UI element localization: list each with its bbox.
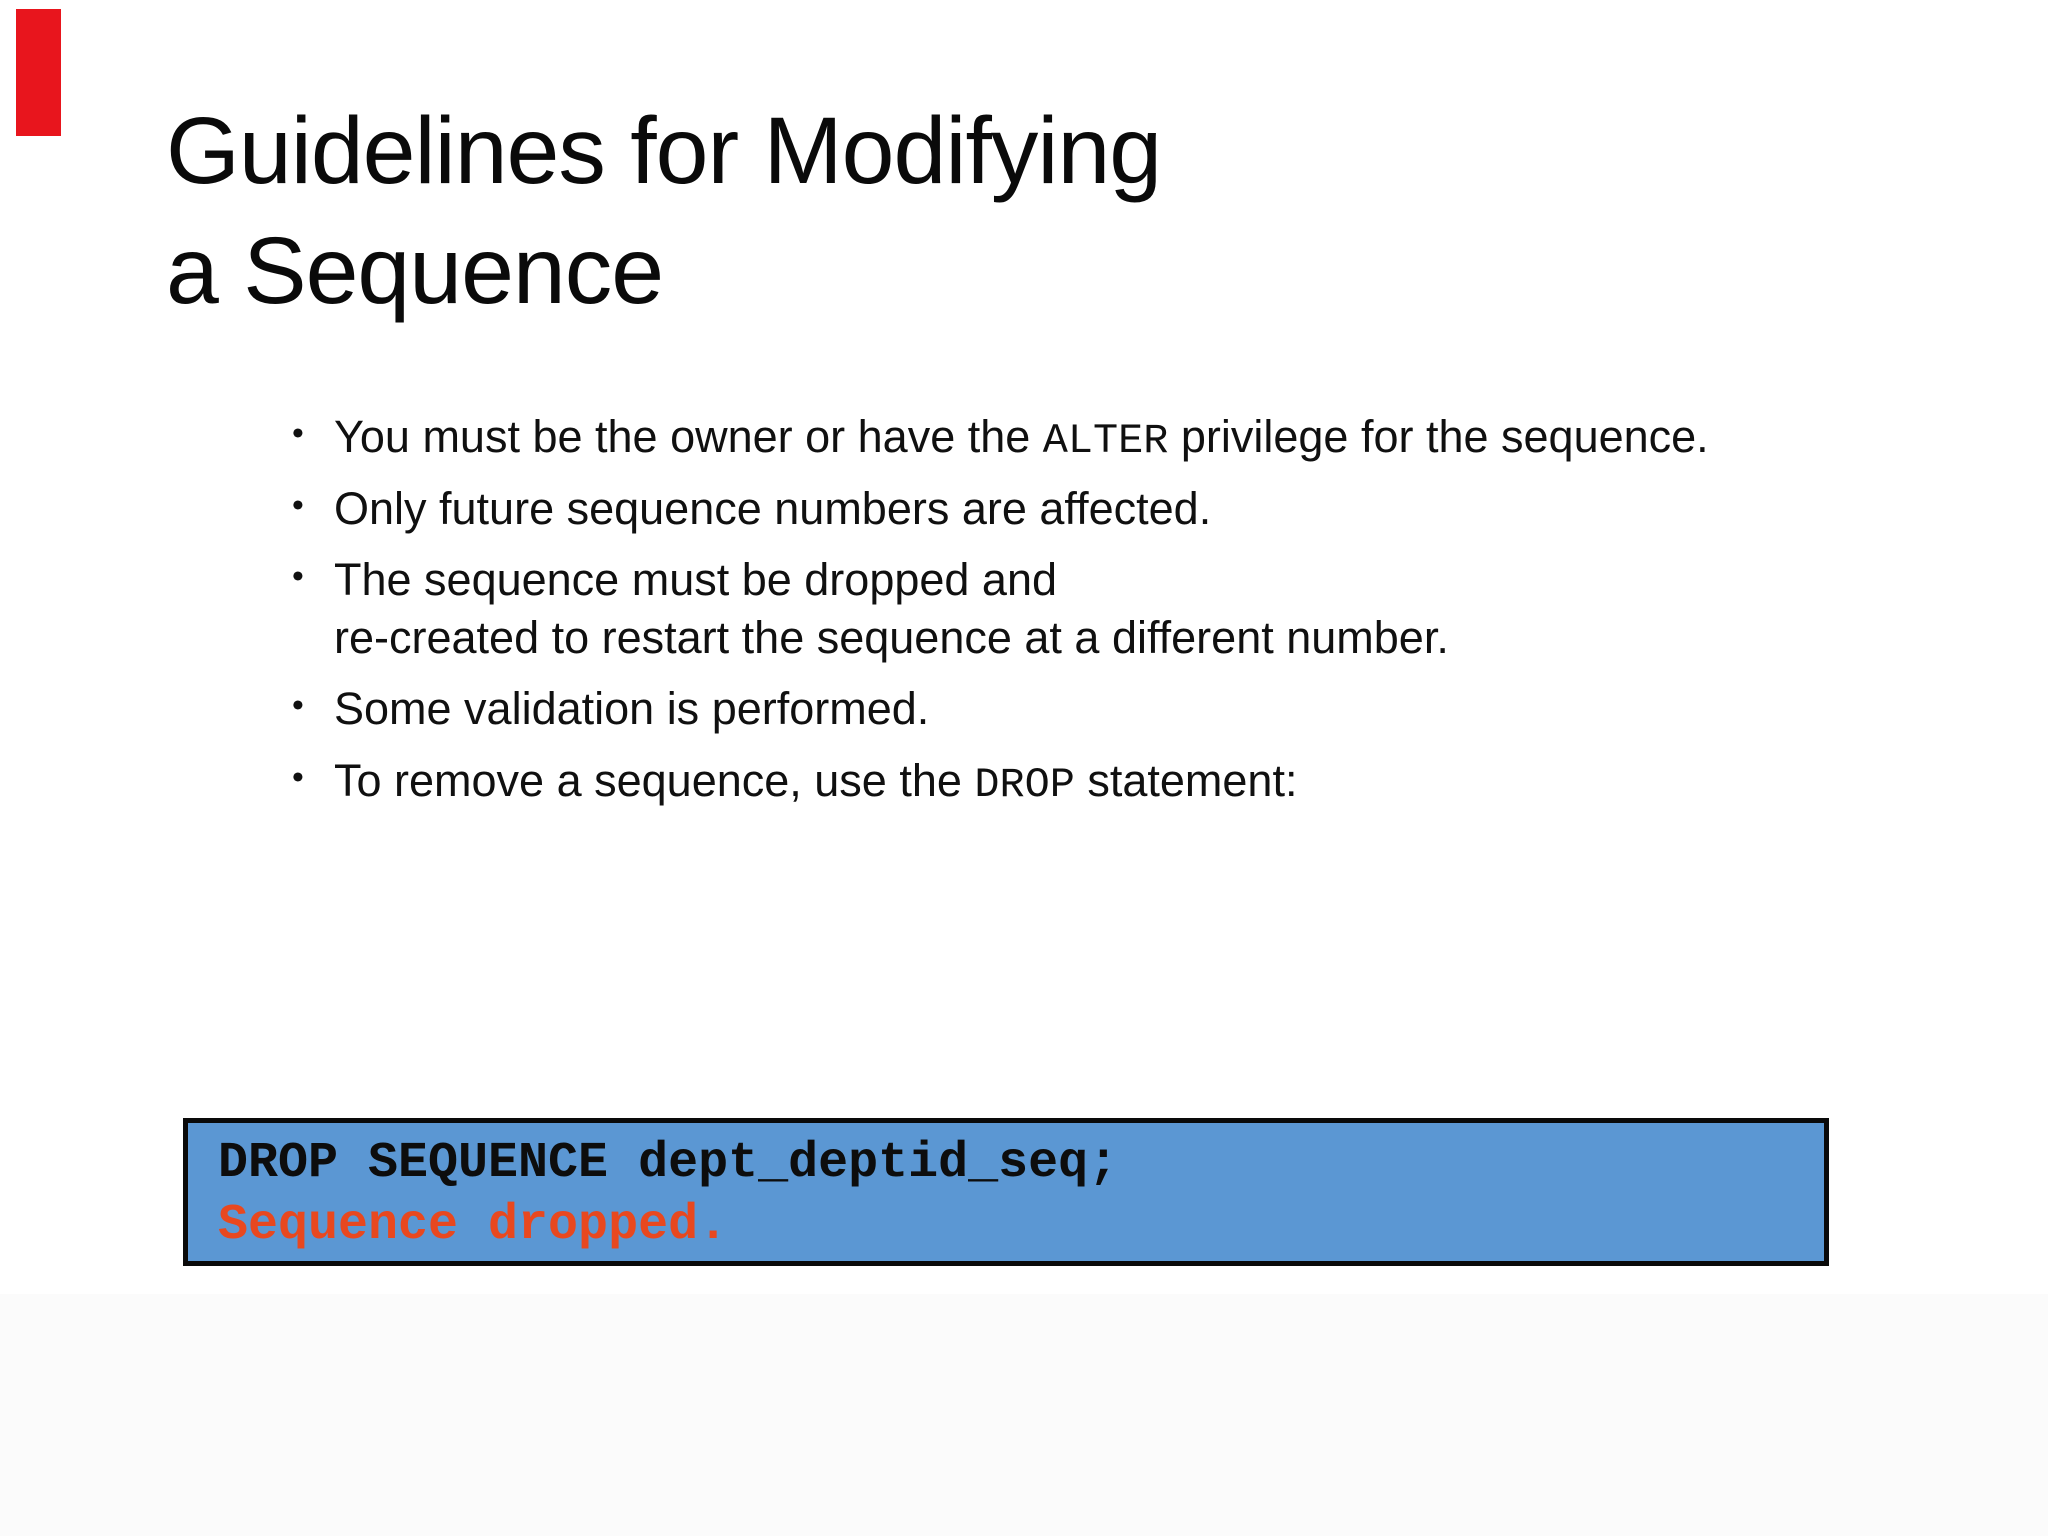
bullet-icon: • [292, 557, 304, 596]
bullet-item: • You must be the owner or have the ALTE… [292, 408, 1892, 469]
page-title: Guidelines for Modifying a Sequence [166, 98, 1162, 324]
bullet-text-post: statement: [1074, 754, 1298, 806]
bullet-icon: • [292, 757, 304, 796]
bullet-icon: • [292, 686, 304, 725]
bullet-text-pre: Some validation is performed. [334, 683, 930, 735]
bullet-item: • The sequence must be dropped and re-cr… [292, 551, 1892, 669]
bullet-icon: • [292, 485, 304, 524]
red-corner-marker [16, 9, 61, 136]
inline-code: ALTER [1042, 417, 1169, 465]
bullet-text: To remove a sequence, use the DROP state… [334, 752, 1297, 813]
bullet-list: • You must be the owner or have the ALTE… [292, 408, 1892, 823]
inline-code: DROP [974, 760, 1075, 809]
sql-code-box: DROP SEQUENCE dept_deptid_seq; Sequence … [183, 1118, 1829, 1266]
bullet-text-post: privilege for the sequence. [1168, 411, 1709, 462]
bullet-item: • Only future sequence numbers are affec… [292, 480, 1892, 541]
bullet-item: • To remove a sequence, use the DROP sta… [292, 752, 1892, 813]
sql-result: Sequence dropped. [218, 1197, 729, 1254]
sql-statement: DROP SEQUENCE dept_deptid_seq; [218, 1135, 1119, 1192]
footer-shade [0, 1294, 2048, 1536]
bullet-text-pre: The sequence must be dropped and re-crea… [334, 554, 1449, 663]
bullet-text-pre: Only future sequence numbers are affecte… [334, 482, 1212, 534]
bullet-text: Only future sequence numbers are affecte… [334, 480, 1211, 541]
bullet-icon: • [292, 414, 304, 452]
bullet-item: • Some validation is performed. [292, 680, 1892, 741]
bullet-text-pre: To remove a sequence, use the [334, 754, 975, 806]
bullet-text: Some validation is performed. [334, 680, 929, 741]
bullet-text-pre: You must be the owner or have the [334, 411, 1043, 462]
bullet-text: You must be the owner or have the ALTER … [334, 408, 1709, 469]
bullet-text: The sequence must be dropped and re-crea… [334, 551, 1449, 669]
